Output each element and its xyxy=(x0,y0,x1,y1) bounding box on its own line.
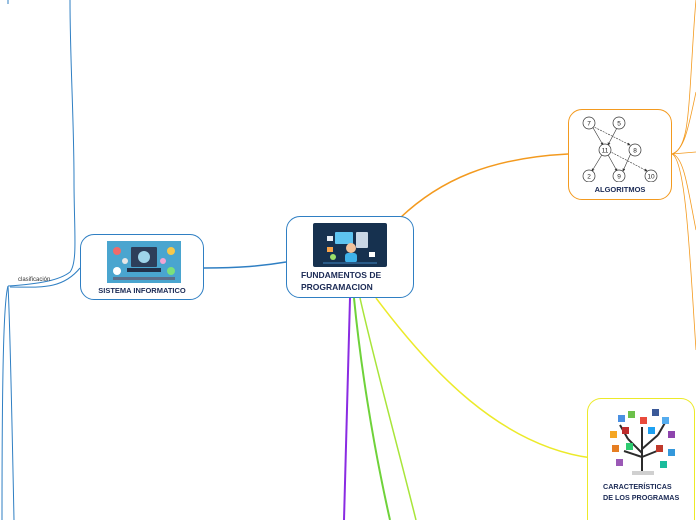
purple-branch-link xyxy=(343,297,351,520)
central-algoritmos-link xyxy=(399,153,569,219)
graph-node-circle xyxy=(582,116,596,130)
sistema-informatico-node[interactable]: SISTEMA INFORMATICO xyxy=(80,234,204,300)
algoritmos-title: ALGORITMOS xyxy=(594,185,646,194)
graph-node-circle xyxy=(582,169,596,182)
algoritmos-fan-5 xyxy=(671,151,696,155)
sistema-informatico-title: SISTEMA INFORMATICO xyxy=(98,286,186,295)
central-topic-node[interactable]: FUNDAMENTOS DE PROGRAMACION xyxy=(286,216,414,298)
clasificacion-link xyxy=(9,267,81,288)
graph-node-label: 11 xyxy=(602,147,609,154)
programmer-desk-illustration xyxy=(313,223,387,267)
algoritmos-fan-4 xyxy=(671,153,696,351)
lime-branch-link xyxy=(359,297,417,520)
graph-node-label: 10 xyxy=(647,173,655,180)
graph-node-circle xyxy=(598,143,612,157)
left-spine-link xyxy=(7,0,76,287)
graph-node-circle xyxy=(644,169,658,182)
caracteristicas-node[interactable]: CARACTERÍSTICAS DE LOS PROGRAMAS xyxy=(587,398,695,520)
caracteristicas-title: CARACTERÍSTICAS DE LOS PROGRAMAS xyxy=(603,482,680,502)
clasificacion-label: clasificación xyxy=(18,277,51,283)
graph-node-circle xyxy=(612,169,626,182)
central-topic-title: FUNDAMENTOS DE PROGRAMACION xyxy=(301,270,382,292)
directed-graph-illustration: 7 5 11 8 2 9 10 xyxy=(582,116,658,182)
graph-node-circle xyxy=(612,116,626,130)
central-sistema-link xyxy=(203,261,287,269)
central-caracteristicas-link xyxy=(375,297,593,459)
left-spine-link-lower xyxy=(1,285,9,520)
left-spine-link-lower-2 xyxy=(7,285,15,520)
social-media-tree-illustration xyxy=(610,409,675,475)
algoritmos-fan-2 xyxy=(671,91,696,155)
graph-node-label: 7 xyxy=(587,120,591,127)
algoritmos-node[interactable]: 7 5 11 8 2 9 10 ALGORITMOS xyxy=(568,109,672,200)
graph-node-label: 8 xyxy=(633,147,637,154)
graph-node-label: 2 xyxy=(587,173,591,180)
algoritmos-fan-3 xyxy=(671,153,696,231)
computer-system-illustration xyxy=(107,241,181,283)
graph-node-circle xyxy=(628,143,642,157)
graph-node-label: 5 xyxy=(617,120,621,127)
green-branch-link xyxy=(353,297,391,520)
algoritmos-fan-1 xyxy=(671,0,696,155)
graph-node-label: 9 xyxy=(617,173,621,180)
